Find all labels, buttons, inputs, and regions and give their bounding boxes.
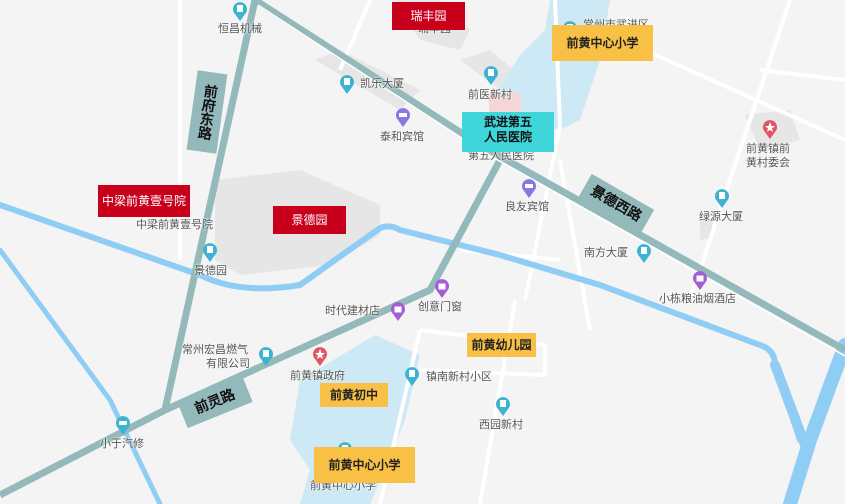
building-pin-icon[interactable] <box>258 346 274 366</box>
poi-label-xiaodong[interactable]: 小栋粮油烟酒店 <box>659 292 736 305</box>
building-pin-icon[interactable] <box>714 188 730 208</box>
rivers <box>0 202 845 504</box>
poi-label-shidai[interactable]: 时代建材店 <box>325 304 380 317</box>
tag-wujin-5th-hospital[interactable]: 武进第五 人民医院 <box>462 112 554 152</box>
building-pin-icon[interactable] <box>636 243 652 263</box>
building-pin-icon[interactable] <box>202 242 218 262</box>
shop-pin-icon[interactable] <box>692 270 708 290</box>
poi-label-taihe[interactable]: 泰和宾馆 <box>380 130 424 143</box>
poi-label-lvyuan[interactable]: 绿源大厦 <box>699 210 743 223</box>
poi-label-fifth-hospital[interactable]: 第五人民医院 <box>468 149 534 162</box>
building-pin-icon[interactable] <box>404 366 420 386</box>
hotel-pin-icon[interactable] <box>521 178 537 198</box>
poi-label-zhongliang[interactable]: 中梁前黄壹号院 <box>136 218 213 231</box>
poi-label-village-committee-1[interactable]: 前黄镇前 <box>746 142 790 155</box>
poi-label-hengchang[interactable]: 恒昌机械 <box>218 22 262 35</box>
poi-label-xiyuan[interactable]: 西园新村 <box>479 418 523 431</box>
poi-label-village-committee-2[interactable]: 黄村委会 <box>746 156 790 169</box>
poi-label-zhennan[interactable]: 镇南新村小区 <box>426 370 492 383</box>
poi-label-hongchang-1[interactable]: 常州宏昌燃气 <box>182 343 248 356</box>
car-repair-pin-icon[interactable] <box>115 415 131 435</box>
building-pin-icon[interactable] <box>483 65 499 85</box>
government-star-pin-icon[interactable] <box>762 119 778 139</box>
poi-label-nanfang[interactable]: 南方大厦 <box>584 246 628 259</box>
poi-label-qianyi[interactable]: 前医新村 <box>468 88 512 101</box>
government-star-pin-icon[interactable] <box>312 346 328 366</box>
poi-label-jingde[interactable]: 景德园 <box>194 264 227 277</box>
poi-label-liangyou[interactable]: 良友宾馆 <box>505 200 549 213</box>
poi-label-chuangyi[interactable]: 创意门窗 <box>418 300 462 313</box>
building-pin-icon[interactable] <box>339 74 355 94</box>
tag-jingde-garden[interactable]: 景德园 <box>273 206 346 234</box>
poi-label-xiaoyu[interactable]: 小于汽修 <box>100 437 144 450</box>
poi-label-qianhuang-gov[interactable]: 前黄镇政府 <box>290 369 345 382</box>
shop-pin-icon[interactable] <box>434 278 450 298</box>
tag-qianhuang-middle[interactable]: 前黄初中 <box>320 383 388 407</box>
hotel-pin-icon[interactable] <box>395 107 411 127</box>
poi-label-kaile[interactable]: 凯乐大厦 <box>360 77 404 90</box>
building-pin-icon[interactable] <box>495 396 511 416</box>
tag-qianhuang-primary-bottom[interactable]: 前黄中心小学 <box>314 447 415 483</box>
tag-ruifeng-garden[interactable]: 瑞丰园 <box>392 2 465 30</box>
tag-zhongliang-no1[interactable]: 中梁前黄壹号院 <box>98 185 190 217</box>
shop-pin-icon[interactable] <box>390 301 406 321</box>
building-pin-icon[interactable] <box>232 1 248 21</box>
tag-qianhuang-primary-top[interactable]: 前黄中心小学 <box>552 25 653 61</box>
poi-label-hongchang-2[interactable]: 有限公司 <box>206 357 250 370</box>
tag-qianhuang-kindergarten[interactable]: 前黄幼儿园 <box>467 333 536 357</box>
